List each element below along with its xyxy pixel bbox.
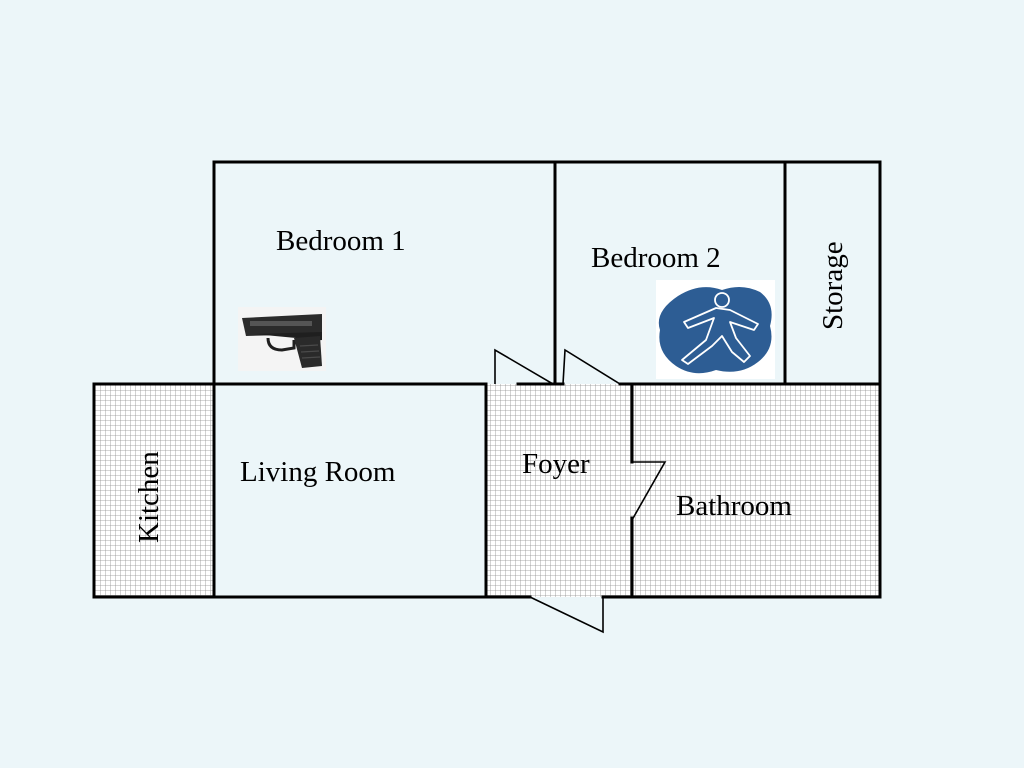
foyer-floor (486, 384, 632, 597)
handgun-icon (238, 307, 326, 371)
kitchen-label: Kitchen (133, 451, 165, 543)
storage-label: Storage (817, 241, 849, 330)
bathroom-label: Bathroom (676, 490, 792, 522)
bedroom1-label: Bedroom 1 (276, 225, 406, 257)
walls (92, 160, 882, 599)
bedroom2-label: Bedroom 2 (591, 242, 721, 274)
bedroom1-door (494, 348, 554, 385)
body-outline-icon (656, 280, 775, 379)
bedroom2-door (562, 348, 621, 385)
bathroom-floor (632, 384, 880, 597)
kitchen-floor (94, 384, 214, 597)
living-room-label: Living Room (240, 456, 396, 488)
entrance-door (529, 596, 604, 634)
foyer-label: Foyer (522, 448, 590, 480)
doors (494, 348, 667, 634)
bathroom-door (631, 461, 667, 521)
